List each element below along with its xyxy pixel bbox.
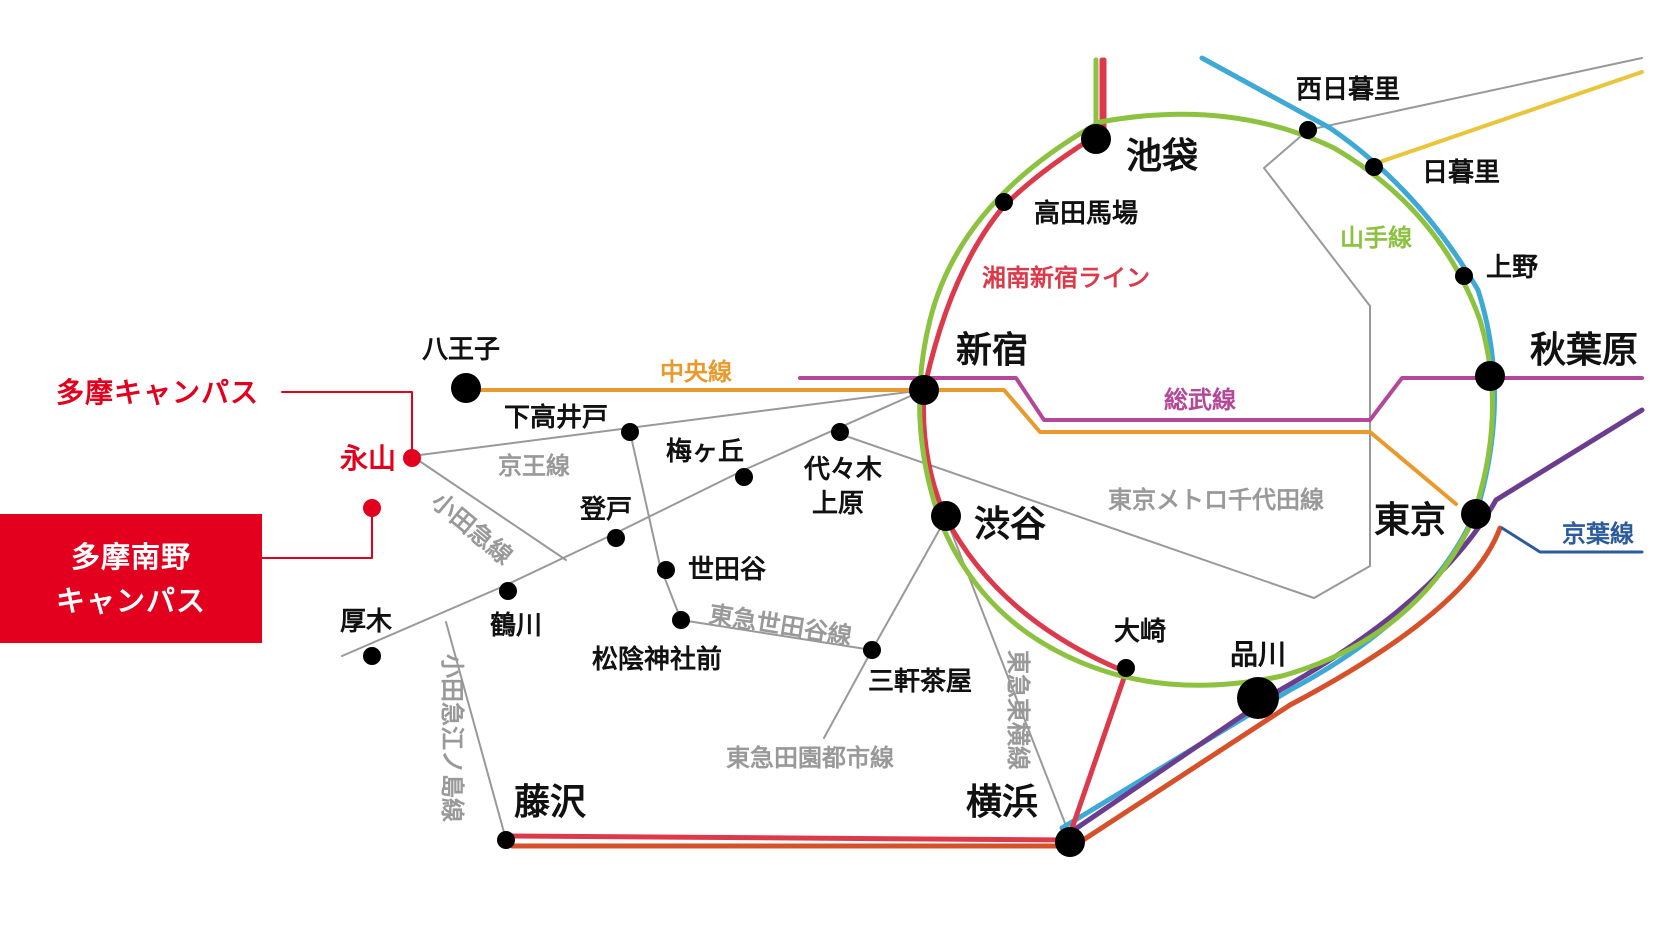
station-yoyogiuehara-dot — [831, 423, 849, 441]
station-shibuya-dot — [931, 501, 961, 531]
station-setagaya-label: 世田谷 — [688, 555, 767, 585]
station-atsugi-dot — [363, 647, 381, 665]
tama-campus-label: 多摩キャンパス — [56, 376, 260, 409]
station-umegaoka-dot — [735, 468, 753, 486]
line-label-keiyo: 京葉線 — [1562, 520, 1634, 548]
station-tsurukawa-label: 鶴川 — [490, 610, 542, 641]
station-shoinjinjamae-dot — [672, 611, 690, 629]
station-yoyogiuehara-label-2: 上原 — [812, 489, 864, 519]
station-ikebukuro-dot — [1081, 124, 1111, 154]
station-takadanobaba-label: 高田馬場 — [1034, 198, 1138, 229]
station-nippori-label: 日暮里 — [1422, 158, 1500, 188]
station-tokyo-label: 東京 — [1374, 499, 1446, 541]
campus-connector-tama — [281, 391, 413, 457]
line-label-chiyoda: 東京メトロ千代田線 — [1108, 486, 1324, 514]
station-sangenjaya-dot — [863, 641, 881, 659]
station-ikebukuro-label: 池袋 — [1126, 136, 1198, 177]
station-shibuya-label: 渋谷 — [974, 504, 1046, 545]
odakyu-enoshima-line — [445, 621, 506, 837]
keio-line — [411, 389, 925, 457]
station-fujisawa-dot — [497, 831, 515, 849]
station-shimotakaido-label: 下高井戸 — [504, 402, 608, 433]
station-ueno-dot — [1455, 267, 1473, 285]
gray-line-nishinippori — [1307, 57, 1643, 131]
station-ueno-label: 上野 — [1486, 253, 1538, 283]
station-nagayama-dot — [403, 449, 421, 467]
line-label-odakyu: 小田急線 — [426, 487, 518, 570]
line-label-tokyu-denentoshi: 東急田園都市線 — [726, 744, 894, 772]
station-akihabara-label: 秋葉原 — [1530, 330, 1638, 371]
station-nishinippori-dot — [1299, 121, 1317, 139]
minamino-campus-box: 多摩南野 キャンパス — [0, 514, 262, 643]
station-shoinjinjamae-label: 松陰神社前 — [592, 644, 722, 675]
line-label-sobu: 総武線 — [1164, 386, 1236, 414]
station-sangenjaya-label: 三軒茶屋 — [868, 666, 972, 697]
station-shinjuku-label: 新宿 — [956, 330, 1028, 371]
station-takadanobaba-dot — [995, 193, 1013, 211]
odakyu-tama-line — [411, 455, 567, 561]
chiyoda-line — [839, 129, 1371, 599]
station-noborito-dot — [607, 529, 625, 547]
station-shinagawa-dot — [1237, 677, 1279, 719]
station-umegaoka-label: 梅ヶ丘 — [666, 436, 744, 467]
line-label-shonan-shinjuku: 湘南新宿ライン — [982, 264, 1150, 292]
campus-connector-minamino — [261, 507, 373, 559]
station-shinagawa-label: 品川 — [1230, 638, 1286, 671]
keiyo-line — [1500, 526, 1644, 554]
line-label-tokyu-toyoko: 東急東横線 — [1004, 650, 1032, 770]
station-shinjuku-dot — [909, 375, 939, 405]
minamino-campus-line2: キャンパス — [55, 583, 206, 618]
shonan-shinjuku-line — [509, 57, 1129, 843]
station-tsurukawa-dot — [499, 582, 517, 600]
station-shimotakaido-dot — [621, 423, 639, 441]
station-setagaya-dot — [657, 561, 675, 579]
minamino-campus-line1: 多摩南野 — [70, 539, 191, 574]
tokyu-setagaya-line — [629, 431, 873, 651]
station-nippori-dot — [1365, 158, 1383, 176]
chuo-line — [464, 388, 1458, 506]
station-yokohama-dot — [1055, 827, 1085, 857]
station-osaki-dot — [1117, 659, 1135, 677]
line-label-chuo: 中央線 — [660, 358, 732, 386]
sobu-line — [798, 376, 1644, 422]
minamino-dot — [363, 499, 381, 517]
station-tokyo-dot — [1461, 499, 1491, 529]
joban-line — [1372, 70, 1644, 166]
station-hachioji-label: 八王子 — [422, 335, 500, 365]
station-nishinippori-label: 西日暮里 — [1296, 75, 1400, 105]
yamanote-line — [917, 57, 1495, 688]
station-yokohama-label: 横浜 — [966, 782, 1038, 823]
line-label-tokyu-setagaya: 東急世田谷線 — [707, 600, 854, 650]
station-fujisawa-label: 藤沢 — [514, 782, 587, 823]
station-hachioji-dot — [451, 373, 481, 403]
line-label-odakyu-enoshima: 小田急江ノ島線 — [438, 654, 466, 822]
station-noborito-label: 登戸 — [579, 494, 632, 525]
station-osaki-label: 大崎 — [1114, 617, 1166, 647]
line-label-keio: 京王線 — [498, 452, 570, 480]
station-nagayama-label: 永山 — [340, 442, 396, 475]
line-label-yamanote: 山手線 — [1340, 224, 1412, 252]
tokaido-line — [509, 525, 1503, 849]
station-akihabara-dot — [1475, 361, 1505, 391]
station-yoyogiuehara-label-1: 代々木 — [803, 455, 882, 485]
station-atsugi-label: 厚木 — [340, 607, 392, 637]
